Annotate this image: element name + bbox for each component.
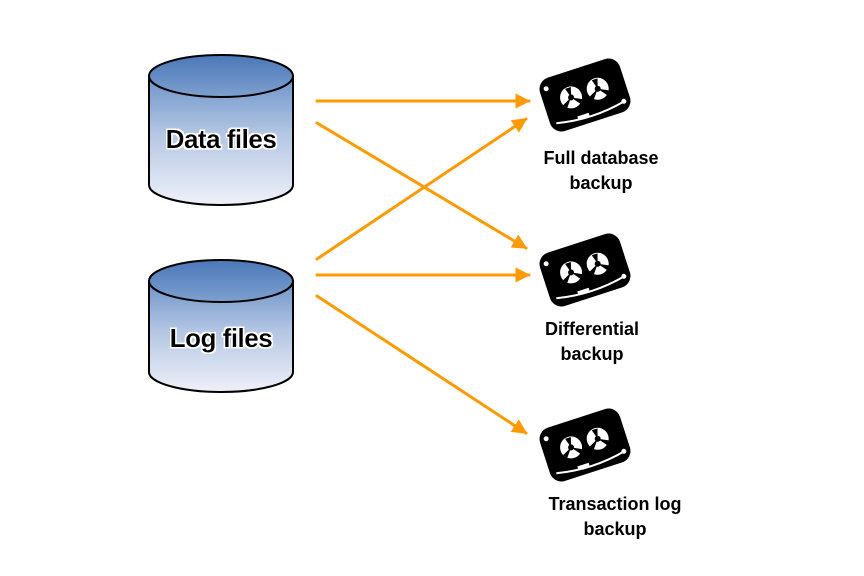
data-files-label: Data files xyxy=(166,124,277,154)
transaction-log-backup-label-line1: Transaction log xyxy=(548,494,681,514)
arrow-log-to-full xyxy=(315,117,528,261)
arrow-data-to-diff xyxy=(315,121,528,250)
log-files-label: Log files xyxy=(170,323,272,353)
differential-backup-label-line1: Differential xyxy=(545,319,639,339)
tape-icon-transaction-log xyxy=(535,405,635,485)
arrow-log-to-tlog xyxy=(315,294,528,435)
log-files-cylinder: Log files xyxy=(148,259,294,393)
differential-backup-label: Differential backup xyxy=(545,319,639,364)
data-files-cylinder: Data files xyxy=(148,54,294,206)
arrows xyxy=(315,93,531,435)
differential-backup-label-line2: backup xyxy=(560,344,623,364)
transaction-log-backup-label: Transaction log backup xyxy=(548,494,681,539)
full-backup-label-line1: Full database xyxy=(543,148,658,168)
tape-icon-full xyxy=(535,55,635,135)
tape-icon-differential xyxy=(535,230,635,310)
full-backup-label-line2: backup xyxy=(569,173,632,193)
full-backup-label: Full database backup xyxy=(543,148,658,193)
transaction-log-backup-label-line2: backup xyxy=(583,519,646,539)
